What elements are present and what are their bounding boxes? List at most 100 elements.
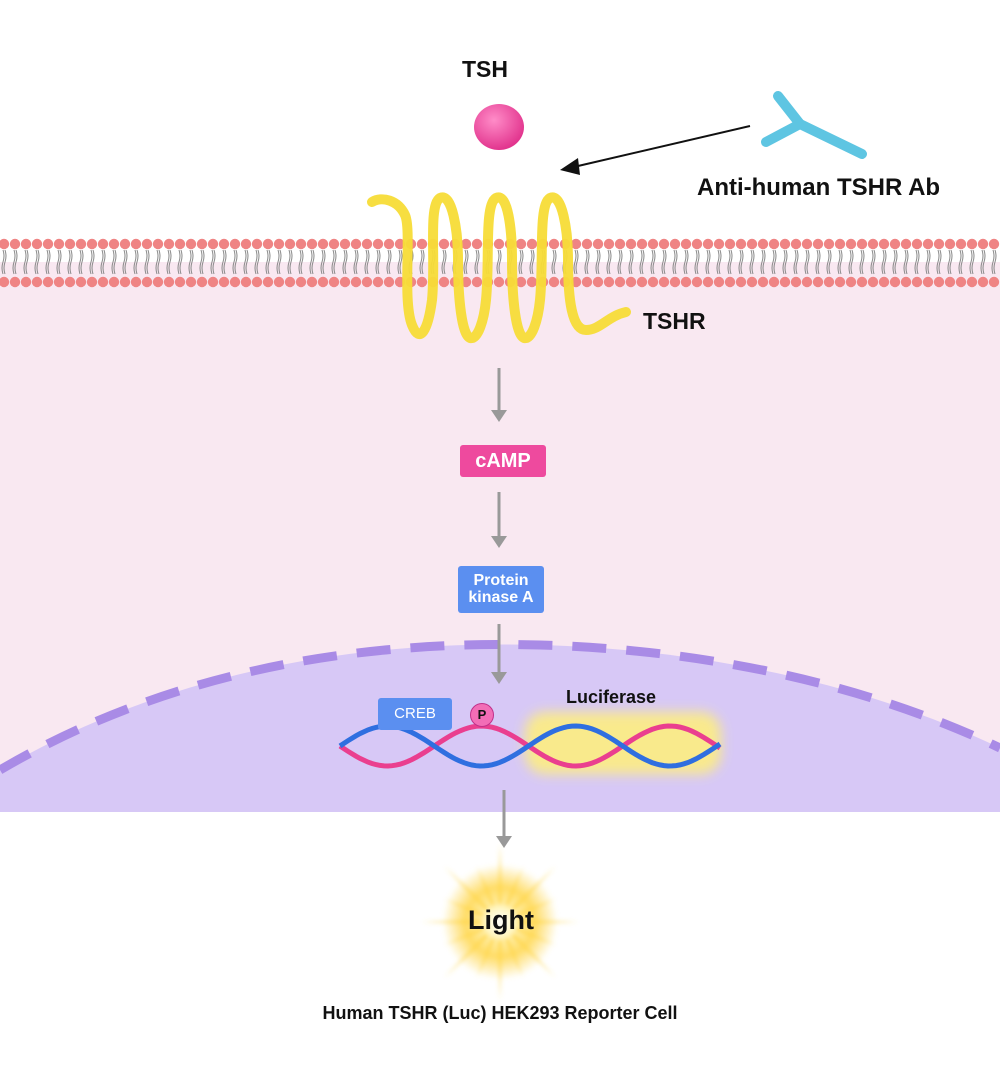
lipid-tail xyxy=(342,249,348,275)
lipid-tail xyxy=(177,249,183,275)
lipid-tail xyxy=(903,249,909,275)
lipid-head xyxy=(966,276,978,288)
lipid-tail xyxy=(925,249,931,275)
lipid-head xyxy=(548,276,560,288)
lipid-head xyxy=(229,276,241,288)
lipid-head xyxy=(229,238,241,250)
lipid-head xyxy=(328,276,340,288)
lipid-head xyxy=(801,238,813,250)
light-ray xyxy=(517,919,578,925)
lipid-head xyxy=(603,238,615,250)
lipid-tail xyxy=(584,249,590,275)
lipid-head xyxy=(900,276,912,288)
lipid-head xyxy=(361,238,373,250)
lipid-head xyxy=(31,238,43,250)
lipid-head xyxy=(53,238,65,250)
lipid-tail xyxy=(78,249,84,275)
lipid-tail xyxy=(100,249,106,275)
lipid-head xyxy=(361,276,373,288)
lipid-tail xyxy=(573,249,579,275)
lipid-head xyxy=(174,276,186,288)
lipid-head xyxy=(196,276,208,288)
lipid-head xyxy=(812,238,824,250)
lipid-head xyxy=(702,276,714,288)
lipid-tail xyxy=(144,249,150,275)
lipid-head xyxy=(966,238,978,250)
lipid-tail xyxy=(23,249,29,275)
lipid-tail xyxy=(947,249,953,275)
lipid-head xyxy=(284,238,296,250)
lipid-head xyxy=(130,238,142,250)
lipid-tail xyxy=(595,249,601,275)
lipid-head xyxy=(911,238,923,250)
lipid-head xyxy=(97,238,109,250)
lipid-tail xyxy=(89,249,95,275)
phosphate-marker: P xyxy=(470,703,494,727)
lipid-tail xyxy=(463,249,469,275)
lipid-head xyxy=(251,276,263,288)
light-ray xyxy=(477,866,496,907)
lipid-head xyxy=(548,238,560,250)
lipid-head xyxy=(207,238,219,250)
lipid-head xyxy=(526,276,538,288)
creb-box: CREB xyxy=(378,698,452,730)
lipid-tail xyxy=(881,249,887,275)
lipid-head xyxy=(680,238,692,250)
lipid-head xyxy=(372,238,384,250)
lipid-head xyxy=(823,276,835,288)
lipid-head xyxy=(746,238,758,250)
lipid-head xyxy=(0,238,10,250)
lipid-head xyxy=(42,238,54,250)
lipid-head xyxy=(251,238,263,250)
lipid-head xyxy=(174,238,186,250)
lipid-head xyxy=(801,276,813,288)
lipid-tail xyxy=(991,249,997,275)
lipid-head xyxy=(856,238,868,250)
lipid-head xyxy=(460,238,472,250)
lipid-head xyxy=(383,276,395,288)
lipid-tail xyxy=(276,249,282,275)
lipid-tail xyxy=(551,249,557,275)
light-ray xyxy=(497,844,503,905)
camp-box: cAMP xyxy=(460,445,546,477)
lipid-tail xyxy=(694,249,700,275)
lipid-head xyxy=(372,276,384,288)
lipid-head xyxy=(867,238,879,250)
light-ray xyxy=(477,937,496,978)
lipid-tail xyxy=(254,249,260,275)
lipid-head xyxy=(636,276,648,288)
lipid-head xyxy=(889,238,901,250)
protein-kinase-a-box: Protein kinase A xyxy=(458,566,544,613)
lipid-head xyxy=(97,276,109,288)
lipid-head xyxy=(779,276,791,288)
lipid-head xyxy=(207,276,219,288)
lipid-head xyxy=(757,276,769,288)
lipid-head xyxy=(955,238,967,250)
lipid-head xyxy=(922,276,934,288)
lipid-tail xyxy=(749,249,755,275)
lipid-head xyxy=(317,276,329,288)
lipid-head xyxy=(295,238,307,250)
lipid-head xyxy=(416,238,428,250)
light-burst-icon xyxy=(422,844,578,1000)
lipid-tail xyxy=(56,249,62,275)
tshr-label: TSHR xyxy=(643,308,706,334)
lipid-tail xyxy=(210,249,216,275)
lipid-head xyxy=(570,238,582,250)
nuclear-envelope xyxy=(0,639,1000,774)
lipid-head xyxy=(724,238,736,250)
lipid-tail xyxy=(155,249,161,275)
lipid-head xyxy=(339,276,351,288)
lipid-tail xyxy=(606,249,612,275)
light-ray xyxy=(504,937,523,978)
lipid-head xyxy=(680,276,692,288)
lipid-tail xyxy=(67,249,73,275)
lipid-head xyxy=(944,238,956,250)
lipid-head xyxy=(845,276,857,288)
lipid-head xyxy=(746,276,758,288)
lipid-head xyxy=(130,276,142,288)
lipid-head xyxy=(273,276,285,288)
lipid-head xyxy=(834,238,846,250)
lipid-head xyxy=(240,276,252,288)
